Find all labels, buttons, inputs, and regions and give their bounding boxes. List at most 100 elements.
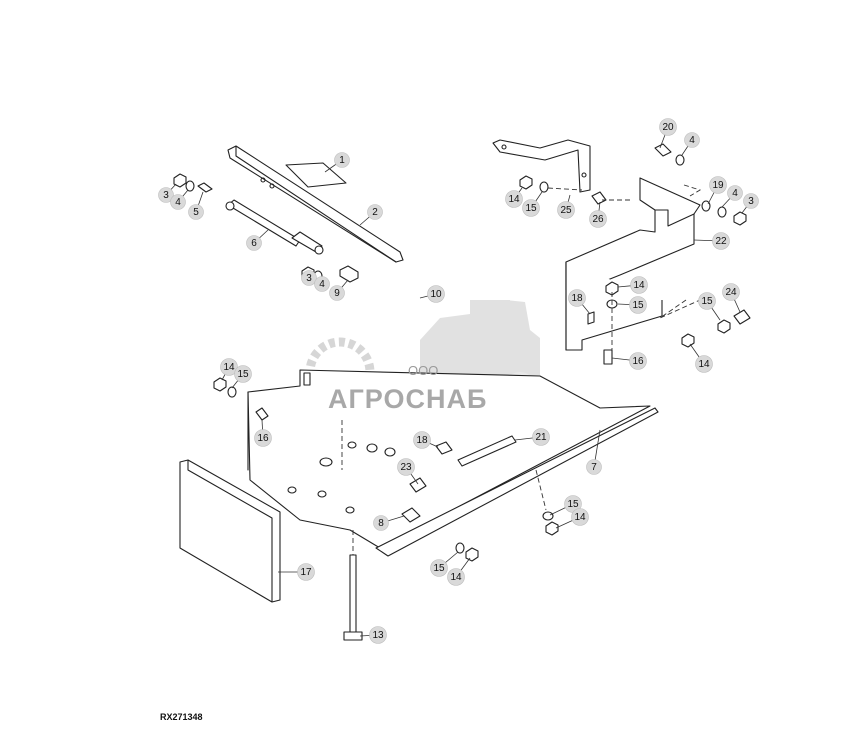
callout-7: 7 <box>586 429 602 475</box>
callout-number: 4 <box>175 197 181 208</box>
callout-number: 3 <box>306 273 312 284</box>
callout-14: 14 <box>617 276 648 294</box>
callout-number: 18 <box>571 293 583 304</box>
callout-number: 2 <box>372 207 378 218</box>
callout-number: 7 <box>591 462 597 473</box>
callout-14: 14 <box>447 557 471 586</box>
part-bar <box>435 435 517 467</box>
callout-number: 6 <box>251 238 257 249</box>
reference-code: RX271348 <box>160 712 203 722</box>
callout-number: 17 <box>300 567 312 578</box>
callout-4: 4 <box>314 276 330 292</box>
callout-22: 22 <box>693 232 730 250</box>
callout-number: 14 <box>223 362 235 373</box>
callout-3: 3 <box>301 270 317 286</box>
callout-16: 16 <box>611 352 647 370</box>
callout-badge <box>430 559 448 577</box>
callout-badge <box>329 285 345 301</box>
callout-number: 21 <box>535 432 547 443</box>
callout-number: 15 <box>525 203 537 214</box>
part-arm <box>227 145 404 263</box>
callout-badge <box>659 118 677 136</box>
callout-badge <box>684 132 700 148</box>
callout-badge <box>557 201 575 219</box>
part-top-bracket <box>492 139 607 205</box>
callout-number: 15 <box>433 563 445 574</box>
callout-3: 3 <box>741 193 759 214</box>
callout-badge <box>586 459 602 475</box>
callout-18: 18 <box>413 431 439 449</box>
callout-badge <box>413 431 431 449</box>
part-long-bolt <box>343 554 363 641</box>
callout-badge <box>447 568 465 586</box>
callout-number: 16 <box>632 356 644 367</box>
callout-badge <box>589 210 607 228</box>
callout-badge <box>698 292 716 310</box>
callout-number: 16 <box>257 433 269 444</box>
callout-13: 13 <box>359 626 387 644</box>
callout-badge <box>369 626 387 644</box>
callout-4: 4 <box>681 132 700 156</box>
callout-number: 15 <box>632 300 644 311</box>
callout-number: 18 <box>416 435 428 446</box>
watermark-prefix: ООО <box>408 363 439 378</box>
callout-badge <box>695 355 713 373</box>
hardware-center <box>213 377 559 562</box>
callout-badge <box>246 235 262 251</box>
callout-number: 4 <box>319 279 325 290</box>
callout-20: 20 <box>659 118 677 149</box>
callout-1: 1 <box>324 152 350 173</box>
callout-badge <box>314 276 330 292</box>
callout-number: 14 <box>633 280 645 291</box>
callout-number: 15 <box>567 499 579 510</box>
callout-15: 15 <box>617 296 647 314</box>
part-side-cover <box>179 459 281 603</box>
part-floor-panel <box>247 369 651 549</box>
callout-number: 5 <box>193 207 199 218</box>
part-edge-strip <box>375 407 659 557</box>
callout-badge <box>522 199 540 217</box>
callout-number: 3 <box>163 190 169 201</box>
callout-number: 25 <box>560 205 572 216</box>
callout-number: 1 <box>339 155 345 166</box>
callout-badge <box>188 204 204 220</box>
callout-badge <box>629 296 647 314</box>
callout-number: 14 <box>450 572 462 583</box>
callout-14: 14 <box>689 343 713 373</box>
callout-19: 19 <box>707 176 727 205</box>
callout-15: 15 <box>430 551 459 577</box>
callout-number: 22 <box>715 236 727 247</box>
part-plate <box>285 162 347 188</box>
callout-number: 19 <box>712 180 724 191</box>
callout-14: 14 <box>555 508 589 529</box>
callout-badge <box>568 289 586 307</box>
callout-14: 14 <box>505 187 523 208</box>
callout-badge <box>630 276 648 294</box>
callout-number: 13 <box>372 630 384 641</box>
callout-badge <box>722 283 740 301</box>
callout-badge <box>571 508 589 526</box>
callout-badge <box>367 204 383 220</box>
callout-number: 15 <box>701 296 713 307</box>
callout-badge <box>397 458 415 476</box>
callout-4: 4 <box>170 189 189 210</box>
callout-number: 3 <box>748 196 754 207</box>
callout-badge <box>629 352 647 370</box>
callout-number: 4 <box>732 188 738 199</box>
callout-number: 24 <box>725 287 737 298</box>
callout-number: 8 <box>378 518 384 529</box>
callout-badge <box>727 185 743 201</box>
callout-2: 2 <box>359 204 383 226</box>
callout-3: 3 <box>158 183 177 203</box>
hardware-right <box>587 143 751 365</box>
callout-6: 6 <box>246 229 269 251</box>
part-side-bracket <box>565 177 701 351</box>
callout-9: 9 <box>329 279 349 301</box>
callout-26: 26 <box>589 201 607 228</box>
callout-18: 18 <box>568 289 591 315</box>
callout-5: 5 <box>188 191 204 220</box>
callout-number: 10 <box>430 289 442 300</box>
callout-4: 4 <box>721 185 743 208</box>
